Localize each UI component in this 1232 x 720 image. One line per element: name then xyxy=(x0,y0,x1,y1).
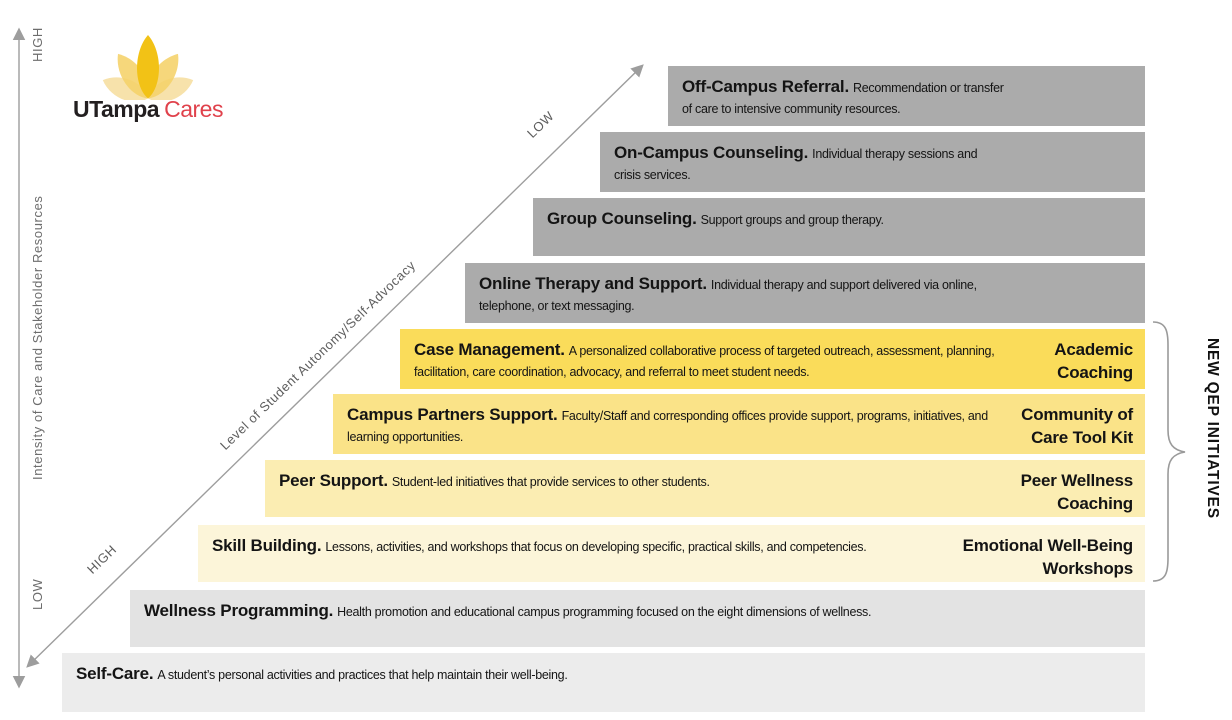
vertical-axis-low-label: LOW xyxy=(30,578,45,610)
tier-description: Health promotion and educational campus … xyxy=(337,605,872,619)
diagonal-axis-arrow xyxy=(26,64,644,668)
tier-description: Support groups and group therapy. xyxy=(700,213,884,227)
tier-wellness-programming: Wellness Programming.Health promotion an… xyxy=(130,590,1145,647)
tier-title: Case Management. xyxy=(414,340,565,359)
tier-title: Campus Partners Support. xyxy=(347,405,558,424)
qep-initiative-label: Community of Care Tool Kit xyxy=(1021,405,1133,447)
tier-self-care: Self-Care.A student’s personal activitie… xyxy=(62,653,1145,712)
tier-title: Self-Care. xyxy=(76,664,154,683)
tier-peer-support: Peer Support.Student-led initiatives tha… xyxy=(265,460,1145,517)
tier-description: A student’s personal activities and prac… xyxy=(157,668,568,682)
logo-text-utampa: UTampa xyxy=(73,96,160,122)
tier-title: Group Counseling. xyxy=(547,209,697,228)
tier-description: Student-led initiatives that provide ser… xyxy=(391,475,710,489)
new-qep-initiatives-label: NEW QEP INITIATIVES xyxy=(1204,338,1221,519)
tier-title: Off-Campus Referral. xyxy=(682,77,849,96)
tier-description: Recommendation or transfer of care to in… xyxy=(682,81,1004,116)
qep-initiative-label: Academic Coaching xyxy=(1054,340,1133,382)
qep-initiative-label: Peer Wellness Coaching xyxy=(1020,471,1134,513)
tier-skill-building: Skill Building.Lessons, activities, and … xyxy=(198,525,1145,582)
tier-on-campus-counseling: On-Campus Counseling.Individual therapy … xyxy=(600,132,1145,192)
tier-title: Online Therapy and Support. xyxy=(479,274,707,293)
tier-online-therapy-and-support: Online Therapy and Support.Individual th… xyxy=(465,263,1145,323)
tier-title: On-Campus Counseling. xyxy=(614,143,809,162)
tier-title: Wellness Programming. xyxy=(144,601,334,620)
tier-title: Peer Support. xyxy=(279,471,388,490)
tier-case-management: Case Management.A personalized collabora… xyxy=(400,329,1145,389)
tier-group-counseling: Group Counseling.Support groups and grou… xyxy=(533,198,1145,256)
logo-text-cares: Cares xyxy=(164,96,223,122)
tier-title: Skill Building. xyxy=(212,536,322,555)
tier-campus-partners-support: Campus Partners Support.Faculty/Staff an… xyxy=(333,394,1145,454)
qep-initiative-label: Emotional Well-Being Workshops xyxy=(962,536,1134,578)
tier-off-campus-referral: Off-Campus Referral.Recommendation or tr… xyxy=(668,66,1145,126)
vertical-axis-title: Intensity of Care and Stakeholder Resour… xyxy=(30,195,45,481)
qep-brace xyxy=(1152,321,1186,582)
vertical-axis-high-label: HIGH xyxy=(30,27,45,62)
tier-description: Lessons, activities, and workshops that … xyxy=(325,540,867,554)
lotus-flower-icon xyxy=(102,35,194,100)
